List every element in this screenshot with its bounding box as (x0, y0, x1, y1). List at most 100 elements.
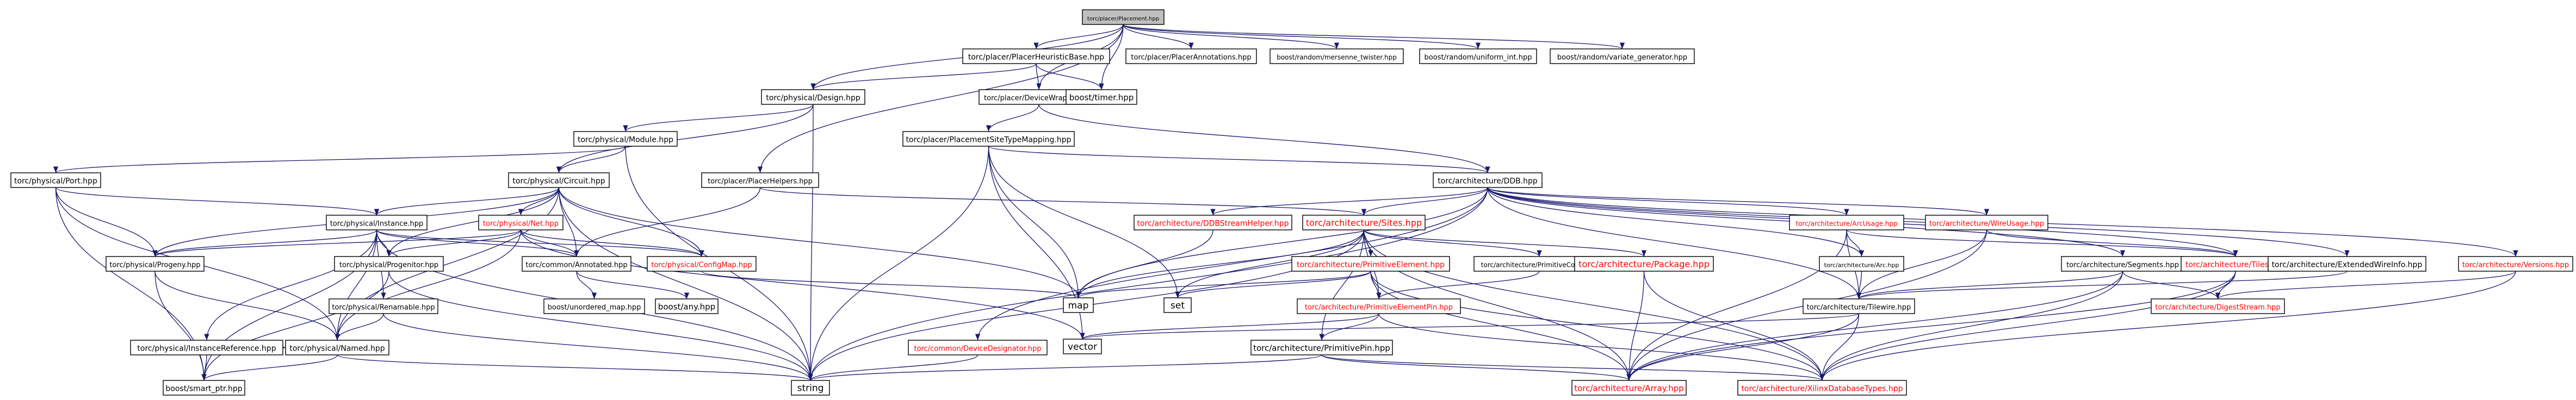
node-root[interactable]: torc/placer/Placement.hpp (1082, 9, 1165, 25)
edge-root-to-annot (1123, 24, 1194, 49)
edge-circuit-to-progenitor (386, 187, 560, 257)
edge-tiles-to-xdb (1819, 271, 2236, 381)
node-label: map (1068, 301, 1089, 311)
node-box (1803, 298, 1915, 314)
node-arcusage[interactable]: torc/architecture/ArcUsage.hpp (1789, 215, 1904, 230)
node-renamable[interactable]: torc/physical/Renamable.hpp (329, 298, 438, 314)
edge-ddb-to-map (1075, 187, 1488, 298)
node-label: torc/placer/PlacementSiteTypeMapping.hpp (906, 136, 1071, 145)
node-box (329, 298, 438, 314)
node-box (655, 298, 719, 314)
edge-named-to-string (337, 354, 813, 381)
edge-instance-to-named (335, 229, 377, 341)
node-box (508, 172, 610, 188)
edge-arcusage-to-tiles (1846, 229, 2238, 257)
node-wireusage[interactable]: torc/architecture/WireUsage.hpp (1925, 215, 2048, 230)
node-tilewire[interactable]: torc/architecture/Tilewire.hpp (1803, 298, 1915, 314)
edge-progenitor-to-smartptr (201, 271, 389, 381)
node-instref[interactable]: torc/physical/InstanceReference.hpp (130, 340, 283, 355)
node-circuit[interactable]: torc/physical/Circuit.hpp (508, 172, 610, 188)
node-box (1297, 298, 1461, 314)
node-package[interactable]: torc/architecture/Package.hpp (1574, 256, 1714, 272)
node-phelp[interactable]: torc/placer/PlacerHelpers.hpp (701, 172, 819, 188)
node-box (701, 172, 819, 188)
edge-net-to-vector (520, 229, 1085, 340)
node-timer[interactable]: boost/timer.hpp (1066, 89, 1137, 105)
node-vargen[interactable]: boost/random/variate_generator.hpp (1550, 48, 1695, 64)
node-label: torc/architecture/Tiles.hpp (2185, 261, 2286, 270)
node-arc[interactable]: torc/architecture/Arc.hpp (1819, 256, 1904, 272)
node-instance[interactable]: torc/physical/Instance.hpp (326, 215, 428, 230)
node-heur[interactable]: torc/placer/PlacerHeuristicBase.hpp (962, 48, 1110, 64)
node-box (1925, 215, 2048, 230)
edge-circuit-to-instance (374, 187, 560, 216)
edge-tilewire-to-vector (1080, 313, 1860, 340)
node-label: torc/architecture/DDBStreamHelper.hpp (1137, 220, 1289, 228)
edge-configmap-to-map (701, 271, 1081, 298)
edge-design-to-circuit (556, 104, 814, 173)
node-progenitor[interactable]: torc/physical/Progenitor.hpp (334, 256, 444, 272)
node-label: torc/physical/Renamable.hpp (332, 304, 435, 312)
node-box (106, 256, 205, 272)
node-annot[interactable]: torc/placer/PlacerAnnotations.hpp (1125, 48, 1257, 64)
node-module[interactable]: torc/physical/Module.hpp (573, 131, 678, 147)
edge-wireusage-to-tilewire (1856, 229, 1987, 299)
edge-pstm-to-map (988, 146, 1081, 298)
edge-root-to-uni (1123, 24, 1481, 49)
edge-pstm-to-string (808, 146, 989, 381)
node-uni[interactable]: boost/random/uniform_int.hpp (1419, 48, 1537, 64)
node-box (1291, 256, 1450, 272)
edge-sites-to-map (1075, 229, 1365, 298)
node-primpin[interactable]: torc/architecture/PrimitivePin.hpp (1250, 340, 1393, 355)
node-string[interactable]: string (791, 380, 830, 396)
node-progeny[interactable]: torc/physical/Progeny.hpp (106, 256, 205, 272)
node-primelempin[interactable]: torc/architecture/PrimitiveElementPin.hp… (1297, 298, 1461, 314)
node-label: torc/physical/Module.hpp (578, 136, 673, 145)
edge-annotated-to-any (576, 271, 690, 299)
node-label: torc/common/DeviceDesignator.hpp (914, 345, 1041, 353)
node-array[interactable]: torc/architecture/Array.hpp (1571, 380, 1687, 396)
node-smartptr[interactable]: boost/smart_ptr.hpp (163, 380, 245, 396)
node-annotated[interactable]: torc/common/Annotated.hpp (522, 256, 631, 272)
edge-net-to-named (335, 229, 522, 341)
node-devdes[interactable]: torc/common/DeviceDesignator.hpp (908, 340, 1048, 355)
node-label: torc/physical/Design.hpp (766, 94, 860, 103)
node-label: torc/physical/Net.hpp (483, 220, 559, 228)
node-label: torc/physical/InstanceReference.hpp (137, 345, 276, 353)
node-net[interactable]: torc/physical/Net.hpp (478, 215, 564, 230)
node-versions[interactable]: torc/architecture/Versions.hpp (2458, 256, 2573, 272)
node-primelem[interactable]: torc/architecture/PrimitiveElement.hpp (1291, 256, 1450, 272)
node-set[interactable]: set (1163, 297, 1192, 313)
node-design[interactable]: torc/physical/Design.hpp (761, 89, 865, 105)
edge-segments-to-xdb (1819, 271, 2123, 381)
node-mt[interactable]: boost/random/mersenne_twister.hpp (1270, 48, 1404, 64)
node-named[interactable]: torc/physical/Named.hpp (285, 340, 389, 355)
node-pstm[interactable]: torc/placer/PlacementSiteTypeMapping.hpp (902, 131, 1075, 147)
node-label: torc/architecture/WireUsage.hpp (1929, 220, 2044, 228)
node-extwire[interactable]: torc/architecture/ExtendedWireInfo.hpp (2268, 256, 2426, 272)
edge-tilewire-to-array (1626, 313, 1860, 381)
node-label: boost/random/variate_generator.hpp (1557, 54, 1687, 62)
edge-named-to-smartptr (201, 354, 338, 381)
node-sites[interactable]: torc/architecture/Sites.hpp (1302, 215, 1426, 230)
edge-ddb-to-string (808, 187, 1488, 381)
edge-primpin-to-string (808, 354, 1322, 381)
edge-design-to-module (623, 104, 814, 132)
node-configmap[interactable]: torc/physical/ConfigMap.hpp (647, 256, 757, 272)
node-map[interactable]: map (1063, 297, 1094, 313)
node-box (1819, 256, 1904, 272)
node-ddbsh[interactable]: torc/architecture/DDBStreamHelper.hpp (1134, 215, 1292, 230)
node-port[interactable]: torc/physical/Port.hpp (10, 172, 101, 188)
node-any[interactable]: boost/any.hpp (655, 298, 719, 314)
node-digest[interactable]: torc/architecture/DigestStream.hpp (2151, 298, 2285, 314)
node-box (1063, 297, 1094, 313)
node-xdb[interactable]: torc/architecture/XilinxDatabaseTypes.hp… (1737, 380, 1907, 396)
edge-circuit-to-map (558, 187, 1081, 298)
edge-ddb-to-devdes (975, 187, 1488, 341)
node-segments[interactable]: torc/architecture/Segments.hpp (2061, 256, 2184, 272)
node-vector[interactable]: vector (1063, 339, 1102, 354)
edge-sites-to-primconn (1363, 229, 1542, 257)
node-unordered[interactable]: boost/unordered_map.hpp (543, 298, 645, 314)
node-ddb[interactable]: torc/architecture/DDB.hpp (1433, 172, 1543, 188)
node-box (163, 380, 245, 396)
